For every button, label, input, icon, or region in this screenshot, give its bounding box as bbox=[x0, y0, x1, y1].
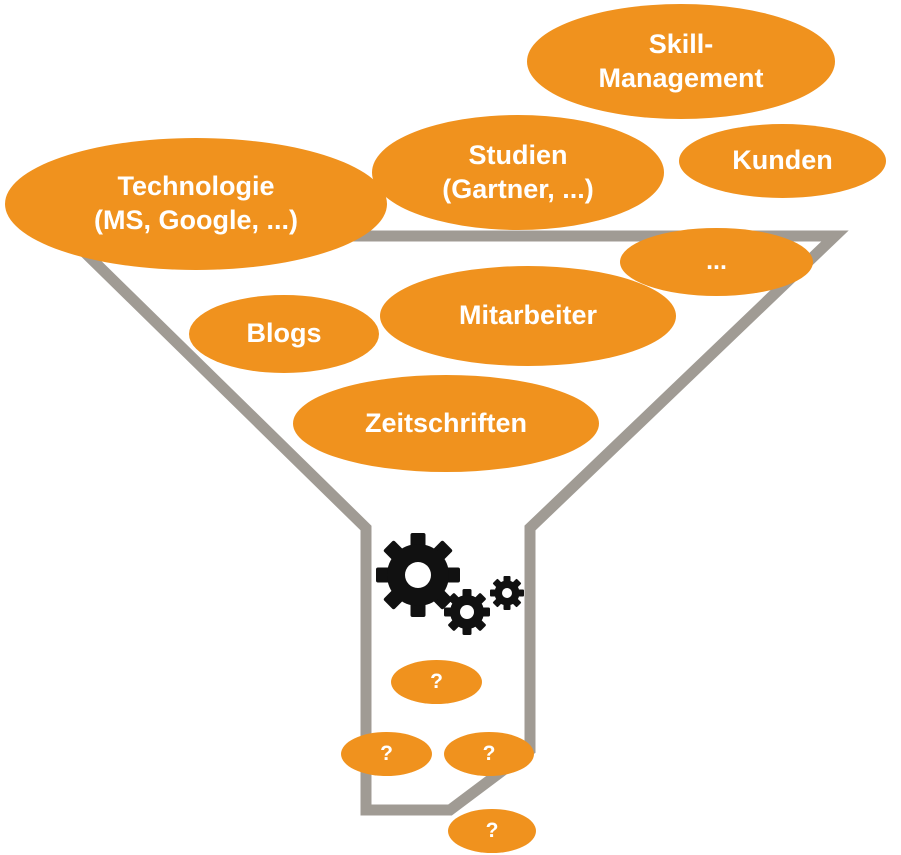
bubble-mitarbeiter-label: Mitarbeiter bbox=[458, 300, 598, 331]
bubble-kunden-label: Kunden bbox=[732, 145, 833, 176]
bubble-mitarbeiter: Mitarbeiter bbox=[380, 266, 676, 366]
bubble-output-1-label: ? bbox=[430, 669, 443, 693]
gear-medium-icon bbox=[444, 589, 490, 635]
bubble-output-2-label: ? bbox=[380, 741, 393, 765]
bubble-zeitschriften-label: Zeitschriften bbox=[364, 407, 528, 438]
bubble-skill-management: Skill- Management bbox=[527, 4, 835, 119]
bubble-ellipsis: ... bbox=[620, 228, 813, 296]
bubble-output-1: ? bbox=[391, 660, 482, 704]
bubble-skill-management-label: Skill- Management bbox=[598, 28, 764, 93]
bubble-output-2: ? bbox=[341, 732, 432, 776]
bubble-ellipsis-label: ... bbox=[706, 247, 727, 276]
bubble-output-3: ? bbox=[444, 732, 534, 776]
bubble-technologie-label: Technologie (MS, Google, ...) bbox=[94, 171, 298, 235]
bubble-output-3-label: ? bbox=[482, 741, 496, 765]
bubble-kunden: Kunden bbox=[679, 124, 886, 198]
bubble-studien-label: Studien (Gartner, ...) bbox=[442, 139, 594, 204]
bubble-blogs: Blogs bbox=[189, 295, 379, 373]
bubble-technologie: Technologie (MS, Google, ...) bbox=[5, 138, 387, 270]
bubble-output-4: ? bbox=[448, 809, 536, 853]
gear-small-icon bbox=[490, 576, 524, 610]
bubble-output-4-label: ? bbox=[485, 818, 499, 842]
bubble-blogs-label: Blogs bbox=[246, 318, 322, 349]
bubble-zeitschriften: Zeitschriften bbox=[293, 375, 599, 472]
bubble-studien: Studien (Gartner, ...) bbox=[372, 115, 664, 230]
gear-large-icon bbox=[376, 533, 460, 617]
